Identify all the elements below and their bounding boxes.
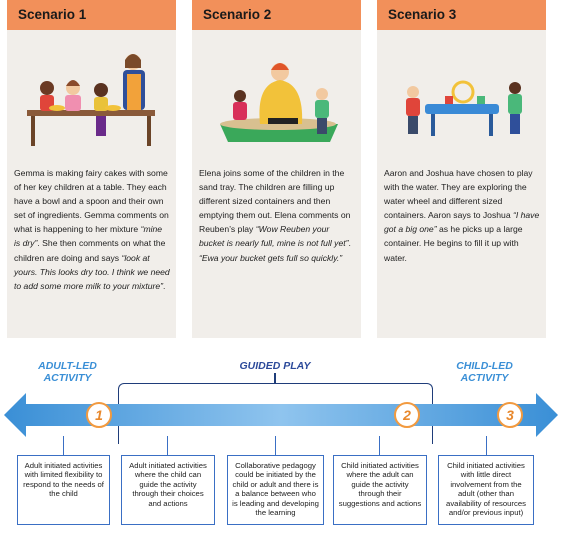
guided-play-label: GUIDED PLAY [239,360,311,372]
scenario-text: Gemma is making fairy cakes with some of… [14,168,170,291]
marker-2: 2 [394,402,420,428]
connector-3 [275,436,276,455]
scenario-1-illustration [27,54,155,146]
description-box-1: Adult initiated activities with limited … [17,455,110,525]
scenario-title: Scenario 3 [377,0,546,30]
scenario-card-3: Scenario 3 Aaron and Joshua have chosen … [377,0,546,338]
description-box-5: Child initiated activities with little d… [438,455,534,525]
description-box-4: Child initiated activities where the adu… [333,455,427,525]
scenario-title: Scenario 2 [192,0,361,30]
connector-2 [167,436,168,455]
scenario-text: Aaron and Joshua have chosen to play wit… [384,168,540,263]
description-box-2: Adult initiated activities where the chi… [121,455,215,525]
connector-4 [379,436,380,455]
scenario-3-illustration [406,80,522,136]
scenario-2-illustration [220,63,338,142]
marker-3: 3 [497,402,523,428]
scenario-card-2: Scenario 2 Elena joins some of the child… [192,0,361,338]
scenario-title: Scenario 1 [7,0,176,30]
marker-1: 1 [86,402,112,428]
connector-1 [63,436,64,455]
connector-5 [486,436,487,455]
scenario-text: Elena joins some of the children in the … [199,168,351,263]
scenario-card-1: Scenario 1 Gemma is making fairy cakes w… [7,0,176,338]
description-box-3: Collaborative pedagogy could be initiate… [227,455,324,525]
spectrum-arrow [4,393,558,437]
guided-play-tick [274,373,276,383]
